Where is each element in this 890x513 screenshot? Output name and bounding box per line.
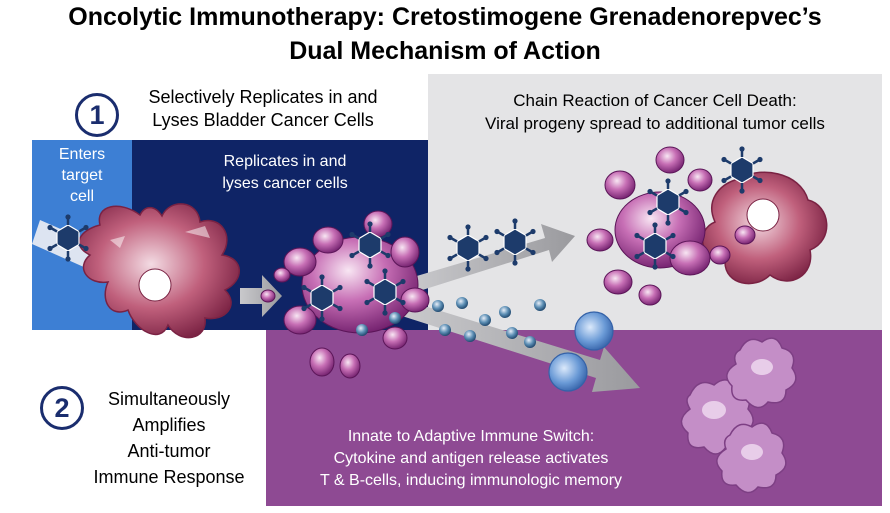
page-title-line1: Oncolytic Immunotherapy: Cretostimogene … (68, 3, 822, 31)
immune-switch-line: Innate to Adaptive Immune Switch: (347, 428, 595, 445)
cytokine-dots (356, 297, 546, 348)
step-2-heading: Simultaneously Amplifies Anti-tumor Immu… (64, 386, 274, 490)
step-1-heading: Selectively Replicates in and Lyses Blad… (108, 86, 418, 132)
step-1-badge: 1 (75, 93, 119, 137)
immune-switch-label: Innate to Adaptive Immune Switch: Cytoki… (276, 426, 666, 492)
chain-reaction-line: Viral progeny spread to additional tumor… (485, 114, 825, 133)
replicates-label: Replicates in and lyses cancer cells (190, 151, 380, 195)
infected-cell-cluster (260, 210, 430, 379)
chain-reaction-cluster (586, 146, 828, 306)
replicates-line: lyses cancer cells (222, 175, 348, 192)
immune-switch-line: Cytokine and antigen release activates (333, 450, 609, 467)
memory-cells (680, 337, 797, 494)
step-2-badge: 2 (40, 386, 84, 430)
page-title-line2: Dual Mechanism of Action (289, 37, 601, 65)
step-1-heading-line: Selectively Replicates in and (148, 87, 378, 107)
enters-cell-label: Enters target cell (32, 144, 132, 207)
memory-cell-nuclei (702, 359, 773, 460)
replicates-line: Replicates in and (223, 153, 347, 170)
step-2-heading-line: Amplifies (132, 415, 206, 435)
target-cancer-cell (78, 203, 240, 339)
step-1-heading-line: Lyses Bladder Cancer Cells (152, 110, 374, 130)
t-cells (548, 311, 614, 392)
enters-cell-line: cell (69, 188, 94, 205)
arrow-to-chain (410, 224, 575, 292)
enters-cell-line: target (61, 167, 103, 184)
step-2-heading-line: Anti-tumor (127, 441, 211, 461)
immune-switch-line: T & B-cells, inducing immunologic memory (319, 472, 623, 489)
chain-reaction-label: Chain Reaction of Cancer Cell Death: Vir… (428, 89, 882, 135)
step-2-heading-line: Simultaneously (107, 389, 231, 409)
step-2-heading-line: Immune Response (93, 467, 245, 487)
chain-reaction-line: Chain Reaction of Cancer Cell Death: (513, 91, 797, 110)
enters-cell-line: Enters (58, 146, 106, 163)
